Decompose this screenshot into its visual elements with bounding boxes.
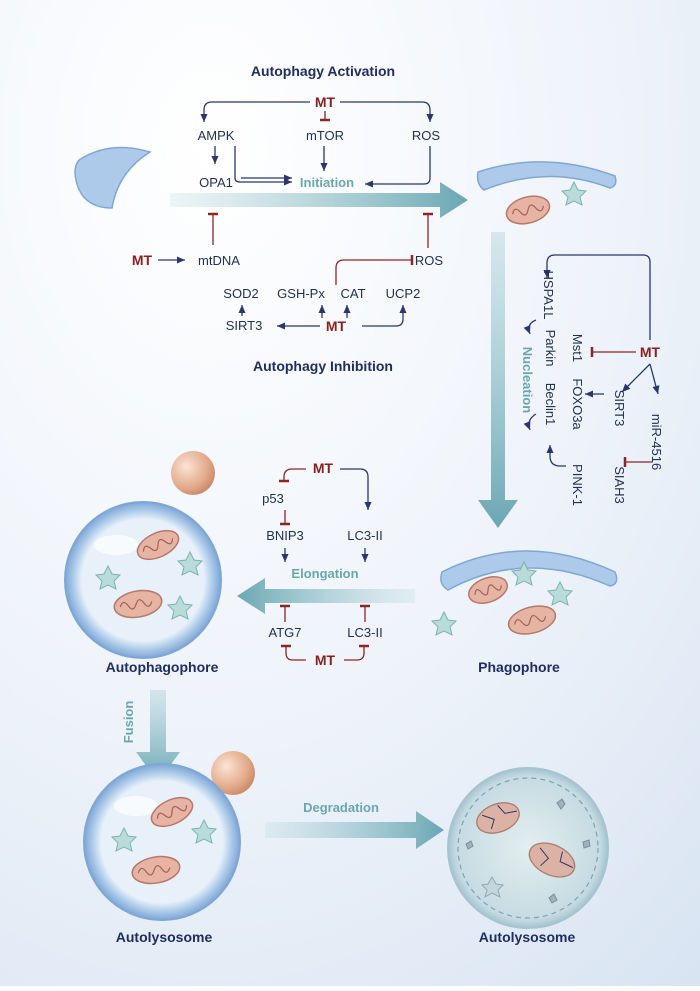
lysosome-icon	[211, 751, 255, 795]
cat-label: CAT	[340, 286, 365, 301]
mtor-label: mTOR	[306, 128, 344, 143]
hspa1l-label: HSPA1L	[541, 271, 556, 320]
protein-fragments-icon	[465, 798, 591, 904]
initial-membrane	[74, 146, 152, 209]
mst1-label: Mst1	[570, 334, 585, 362]
flow-arrows	[136, 182, 518, 849]
degradation-flow-arrow	[265, 811, 444, 849]
lc3-ii-label-top: LC3-II	[347, 528, 382, 543]
ampk-label: AMPK	[198, 128, 235, 143]
pink1-label: PINK-1	[570, 464, 585, 506]
activation-title: Autophagy Activation	[251, 63, 395, 79]
opa1-label: OPA1	[199, 175, 233, 190]
ucp2-label: UCP2	[386, 286, 421, 301]
cell-illustrations	[64, 146, 618, 929]
foxo3a-label: FOXO3a	[570, 378, 585, 430]
star-protein-icon	[94, 564, 122, 590]
autophagophore-vesicle	[64, 501, 222, 659]
nucleation-flow-arrow	[478, 232, 518, 528]
star-protein-icon	[110, 826, 138, 852]
mitochondrion-icon	[150, 796, 194, 828]
initiation-flow-arrow	[170, 182, 468, 218]
degraded-mitochondrion-icon	[528, 842, 576, 878]
sirt3-label-inhibition: SIRT3	[226, 318, 263, 333]
phagophore-membrane	[440, 550, 618, 591]
gsh-px-label: GSH-Px	[277, 286, 325, 301]
star-protein-icon	[176, 550, 204, 576]
activation-pathway: Autophagy Activation MT AMPK mTOR ROS OP…	[198, 63, 441, 190]
mt-label-inhibition: MT	[326, 318, 347, 334]
nucleation-pathway: MT HSPA1L Parkin Mst1 FOXO3a Beclin1 SIR…	[520, 254, 664, 506]
autolysosome-label-left: Autolysosome	[116, 929, 213, 945]
star-protein-icon	[166, 594, 194, 620]
fusion-step-label: Fusion	[121, 701, 136, 744]
ros-label-activation: ROS	[412, 128, 441, 143]
sod2-label: SOD2	[223, 286, 258, 301]
star-protein-icon	[510, 560, 538, 586]
p53-label: p53	[262, 491, 284, 506]
inhibition-pathway: MT mtDNA ROS SOD2 GSH-Px CAT UCP2 SIRT3 …	[132, 212, 444, 374]
mitochondrion-icon	[131, 855, 181, 885]
beclin1-label: Beclin1	[543, 383, 558, 426]
mitochondrion-icon	[468, 576, 508, 604]
mt-label-nucleation: MT	[640, 344, 661, 360]
elongation-step-label: Elongation	[291, 566, 358, 581]
atg7-label: ATG7	[269, 625, 302, 640]
autophagophore-label: Autophagophore	[106, 659, 219, 675]
star-protein-icon	[190, 818, 218, 844]
star-protein-icon	[480, 875, 505, 899]
early-phagophore-membrane	[476, 161, 617, 191]
lc3-ii-label-bottom: LC3-II	[347, 625, 382, 640]
fusion-flow-arrow	[136, 690, 180, 782]
degradation-step-label: Degradation	[303, 800, 379, 815]
siah3-label: SIAH3	[612, 466, 627, 504]
stage-labels: Autophagophore Phagophore Autolysosome A…	[106, 659, 576, 945]
inhibition-title: Autophagy Inhibition	[253, 358, 393, 374]
ros-label-inhibition: ROS	[415, 253, 444, 268]
mir-4516-label: miR-4516	[649, 414, 664, 470]
star-protein-icon	[560, 180, 588, 206]
bnip3-label: BNIP3	[266, 528, 304, 543]
initiation-step-label: Initiation	[300, 175, 354, 190]
mitochondrion-icon	[113, 589, 163, 619]
elongation-flow-arrow	[237, 578, 415, 614]
sirt3-label-nucleation: SIRT3	[612, 390, 627, 427]
mt-label-elongation-bottom: MT	[315, 652, 336, 668]
mitochondrion-icon	[505, 195, 551, 225]
mt-label-activation: MT	[315, 94, 336, 110]
mt-label-elongation: MT	[313, 460, 334, 476]
nucleation-step-label: Nucleation	[520, 347, 535, 414]
autolysosome-vesicle-left	[83, 763, 241, 921]
autolysosome-label-right: Autolysosome	[479, 929, 576, 945]
degraded-mitochondrion-icon	[476, 802, 520, 834]
star-protein-icon	[430, 610, 458, 636]
mitochondrion-icon	[136, 529, 180, 561]
phagophore-label: Phagophore	[478, 659, 560, 675]
mt-label-mtdna: MT	[132, 252, 153, 268]
elongation-pathway: MT p53 BNIP3 LC3-II Elongation ATG7 LC3-…	[262, 460, 383, 668]
mtdna-label: mtDNA	[198, 253, 240, 268]
star-protein-icon	[546, 580, 574, 606]
lysosome-icon	[171, 451, 215, 495]
mitochondrion-icon	[507, 605, 557, 635]
parkin-label: Parkin	[543, 330, 558, 367]
